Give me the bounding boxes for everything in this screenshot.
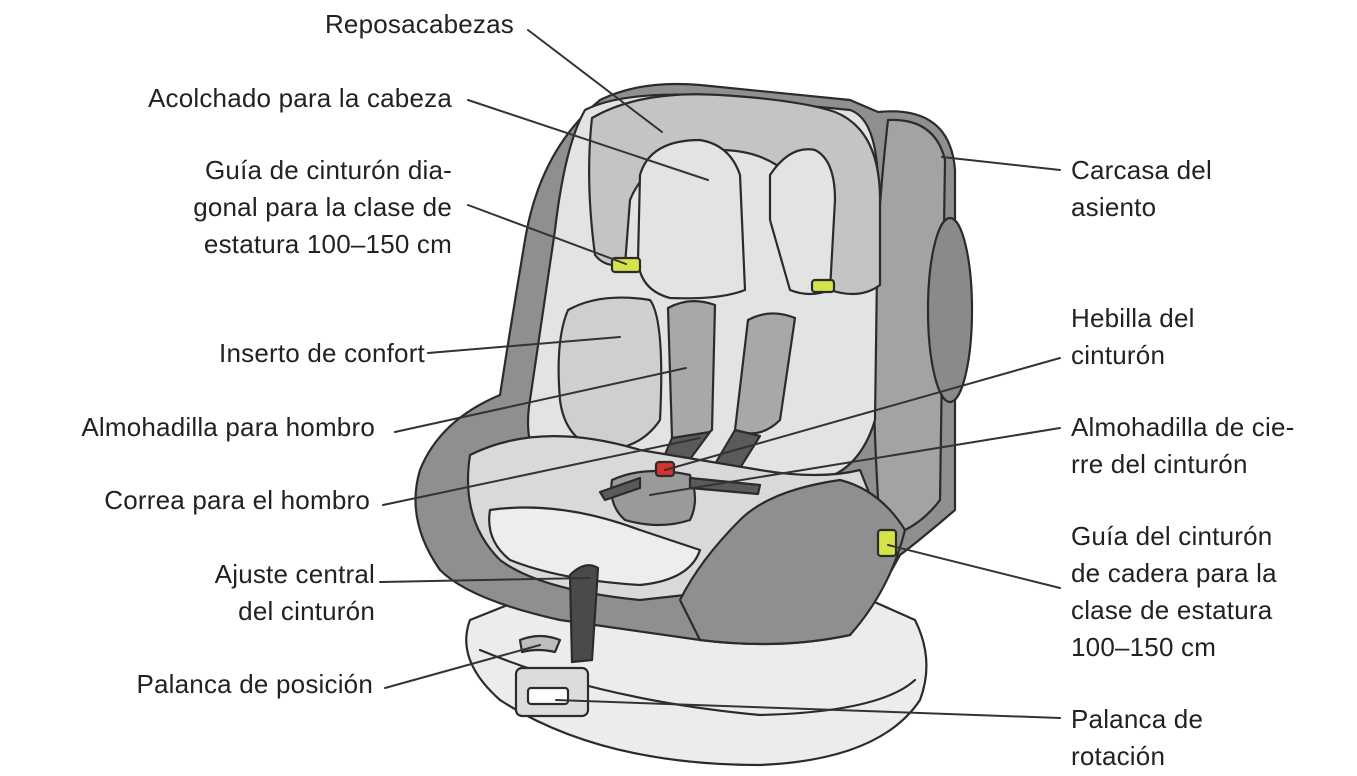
buckle-pad bbox=[610, 469, 697, 527]
leader-carcasa bbox=[941, 156, 1061, 171]
label-almohadilla-cierre: Almohadilla de cie- rre del cinturón bbox=[1071, 412, 1295, 479]
label-carcasa: Carcasa del asiento bbox=[1071, 155, 1212, 222]
head-cushion bbox=[636, 138, 747, 300]
label-almohadilla-hombro: Almohadilla para hombro bbox=[81, 412, 375, 442]
label-inserto-confort: Inserto de confort bbox=[219, 338, 425, 368]
comfort-insert bbox=[557, 296, 663, 452]
seat-front-roll bbox=[488, 506, 702, 587]
rotation-lever-handle bbox=[526, 686, 570, 706]
side-impact-pad bbox=[926, 216, 974, 404]
leader-guia-diagonal bbox=[467, 204, 627, 265]
car-seat-illustration bbox=[414, 82, 974, 767]
hip-belt-guide bbox=[876, 528, 898, 558]
leader-hebilla bbox=[664, 357, 1061, 471]
leader-almohadilla-hombro bbox=[394, 367, 687, 433]
label-guia-cadera: Guía del cinturón de cadera para la clas… bbox=[1071, 521, 1277, 662]
label-palanca-posicion: Palanca de posición bbox=[136, 669, 373, 699]
leader-ajuste bbox=[379, 577, 591, 583]
leader-palanca-posicion bbox=[384, 644, 541, 689]
label-hebilla: Hebilla del cinturón bbox=[1071, 303, 1195, 370]
seat-side-front bbox=[678, 478, 907, 646]
leader-acolchado bbox=[467, 99, 709, 181]
leader-inserto bbox=[427, 336, 621, 354]
leader-palanca-rotacion bbox=[555, 699, 1061, 719]
leader-lines bbox=[379, 29, 1061, 719]
leader-guia-cadera bbox=[887, 544, 1061, 589]
label-acolchado-cabeza: Acolchado para la cabeza bbox=[147, 83, 452, 113]
diagonal-belt-guide-right bbox=[810, 278, 836, 294]
leader-almohadilla-cierre bbox=[649, 427, 1061, 496]
central-adjust-strap bbox=[568, 564, 600, 664]
head-cushion-right bbox=[768, 148, 837, 296]
leader-correa bbox=[382, 437, 701, 506]
leader-reposacabezas bbox=[527, 29, 663, 133]
label-ajuste-central: Ajuste central del cinturón bbox=[214, 559, 375, 626]
label-reposacabezas: Reposacabezas bbox=[324, 9, 514, 39]
label-palanca-rotacion: Palanca de rotación bbox=[1071, 704, 1204, 771]
label-correa-hombro: Correa para el hombro bbox=[104, 485, 370, 515]
label-guia-diagonal: Guía de cinturón dia- gonal para la clas… bbox=[193, 155, 452, 259]
